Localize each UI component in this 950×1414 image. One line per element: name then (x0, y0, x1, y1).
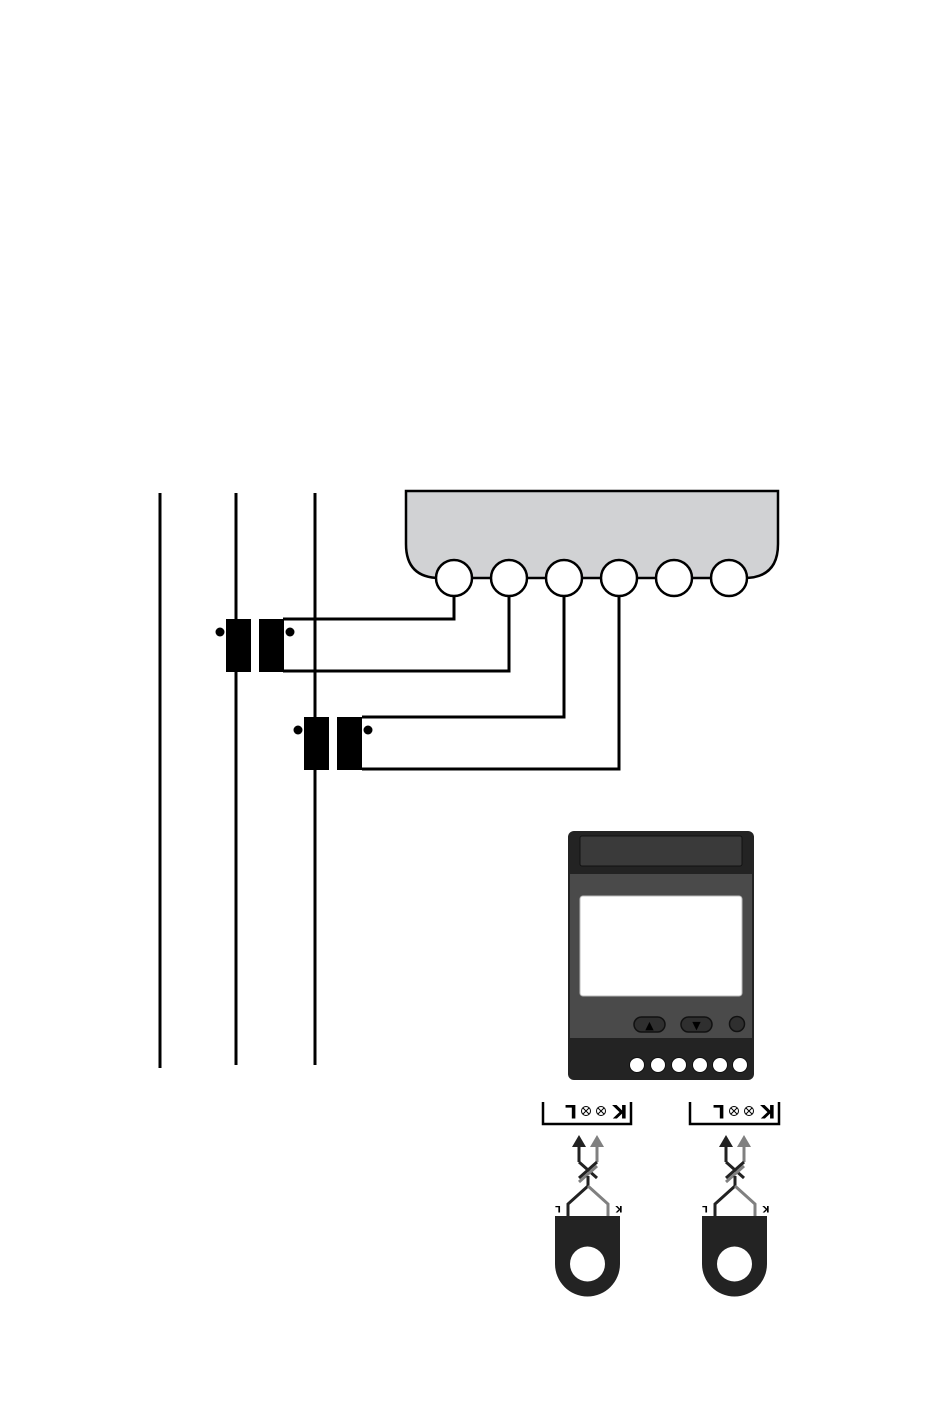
ct2-polarity-dot-primary (294, 726, 303, 735)
ct2-core-right (337, 717, 362, 770)
ct2-core-left (304, 717, 329, 770)
ct-clamp-2: L K L K (690, 1100, 779, 1297)
device-terminal-1 (630, 1058, 645, 1073)
round-button[interactable] (730, 1017, 745, 1032)
wire-ct1-to-terminal-1 (283, 596, 454, 619)
din-rail-meter: ▲ ▼ (568, 831, 754, 1080)
lead-l-arrow-icon (572, 1135, 586, 1147)
meter-terminal-1 (436, 560, 472, 596)
meter-terminal-4 (601, 560, 637, 596)
down-arrow-icon: ▼ (692, 1019, 701, 1032)
device-terminal-5 (713, 1058, 728, 1073)
up-arrow-icon: ▲ (645, 1019, 654, 1032)
device-terminal-3 (672, 1058, 687, 1073)
lead-l-arrow-icon (719, 1135, 733, 1147)
lead-k-arrow-icon (590, 1135, 604, 1147)
ct1-core-right (259, 619, 284, 672)
clamp-body (702, 1216, 767, 1297)
device-display (580, 896, 742, 996)
screw-slot (746, 1108, 752, 1114)
meter-terminal-6 (711, 560, 747, 596)
device-terminal-4 (693, 1058, 708, 1073)
current-transformer-2 (294, 717, 373, 770)
wire-ct2-to-terminal-4 (362, 596, 619, 769)
lead-l-to-clamp (568, 1186, 588, 1216)
ct-clamp-1-lead-k: K (614, 1203, 622, 1213)
meter-terminal-5 (656, 560, 692, 596)
meter-terminal-3 (546, 560, 582, 596)
ct1-polarity-dot-secondary (286, 628, 295, 637)
ct-clamp-1: L K L K (543, 1100, 631, 1297)
lead-k-to-clamp (588, 1186, 608, 1216)
meter-terminal-2 (491, 560, 527, 596)
ct-clamp-2-label-l: L (713, 1100, 725, 1122)
meter-terminal-block (406, 491, 778, 596)
ct1-polarity-dot-primary (216, 628, 225, 637)
wire-ct1-to-terminal-2 (283, 596, 509, 671)
ct1-core-left (226, 619, 251, 672)
device-terminal-2 (651, 1058, 666, 1073)
screw-slot (731, 1108, 737, 1114)
ct-clamp-2-label-k: K (759, 1100, 775, 1122)
phase-conductors (160, 493, 315, 1068)
ct-clamp-2-lead-k: K (761, 1203, 769, 1213)
screw-slot (598, 1108, 604, 1114)
device-terminal-6 (733, 1058, 748, 1073)
wire-ct2-to-terminal-3 (362, 596, 564, 717)
ct-clamp-2-lead-l: L (702, 1203, 708, 1213)
lead-l-to-clamp (715, 1186, 735, 1216)
lead-k-arrow-icon (737, 1135, 751, 1147)
ct-wiring (283, 596, 619, 769)
current-transformer-1 (216, 619, 295, 672)
device-top-cover (580, 836, 742, 866)
ct-clamp-1-label-k: K (611, 1100, 627, 1122)
screw-slot (583, 1108, 589, 1114)
clamp-body (555, 1216, 620, 1297)
ct-clamp-1-label-l: L (565, 1100, 577, 1122)
lead-k-to-clamp (735, 1186, 755, 1216)
ct-clamp-1-lead-l: L (555, 1203, 561, 1213)
ct2-polarity-dot-secondary (364, 726, 373, 735)
